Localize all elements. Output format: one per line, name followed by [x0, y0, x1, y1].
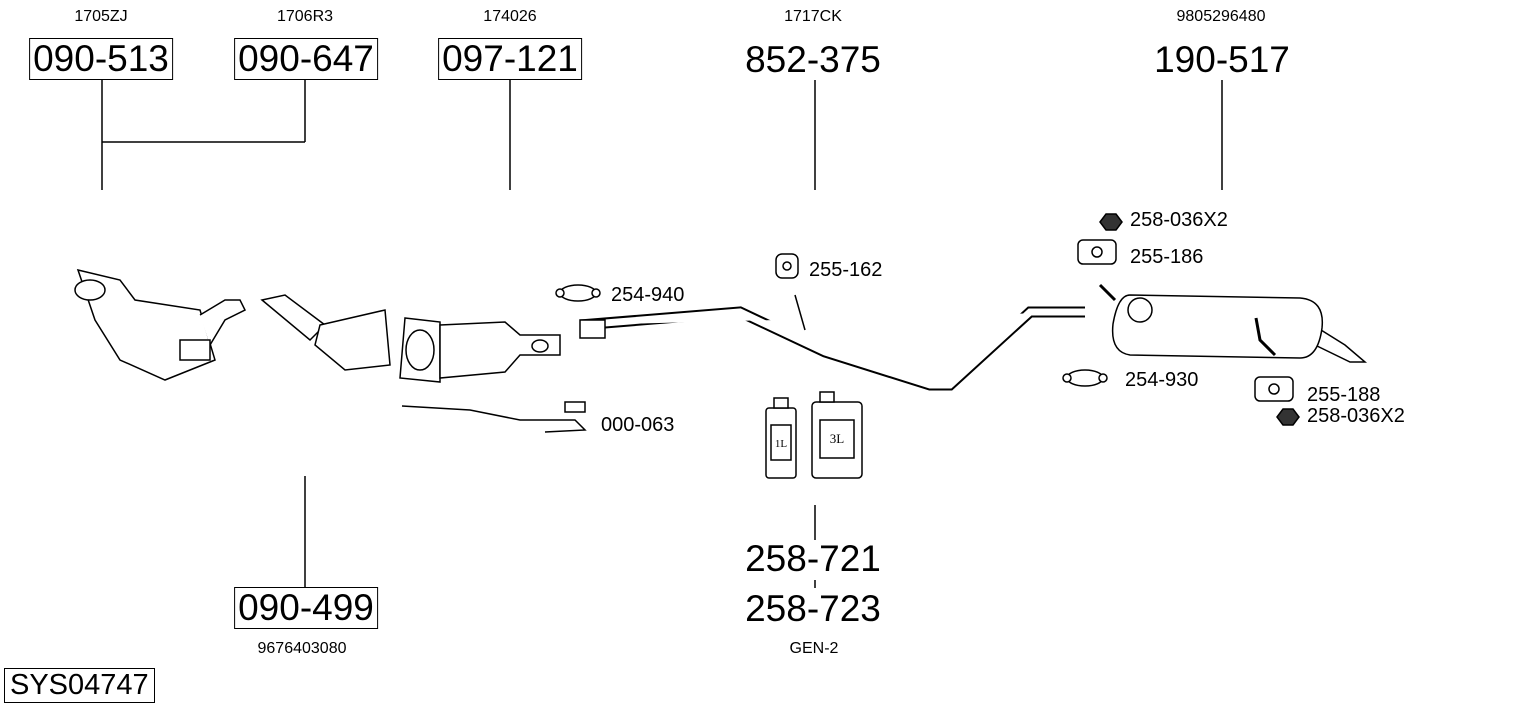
- leader-lines: [101, 80, 1223, 588]
- catalytic-converter-front-icon: [74, 268, 247, 381]
- part-number-852-375[interactable]: 852-375: [745, 39, 881, 80]
- part-number-254-940[interactable]: 254-940: [611, 284, 685, 306]
- part-number-190-517[interactable]: 190-517: [1154, 39, 1290, 80]
- part-number-258-036x2-top[interactable]: 258-036X2: [1130, 209, 1228, 231]
- particulate-filter-icon: [399, 317, 561, 383]
- part-number-258-721[interactable]: 258-721: [745, 538, 881, 579]
- sensor-icon: [401, 401, 587, 433]
- ref-2: 1706R3: [276, 8, 334, 25]
- ref-7: GEN-2: [789, 640, 839, 657]
- ref-6: 9676403080: [257, 640, 347, 657]
- nut-top-icon: [1099, 213, 1123, 231]
- fluid-large-label: 3L: [830, 431, 845, 446]
- part-number-000-063[interactable]: 000-063: [601, 414, 675, 436]
- hanger-255-162-icon: [775, 253, 799, 279]
- fluid-small-label: 1L: [775, 438, 788, 450]
- part-number-090-499[interactable]: 090-499: [234, 587, 378, 629]
- part-number-090-647[interactable]: 090-647: [234, 38, 378, 80]
- system-code: SYS04747: [4, 668, 155, 703]
- ref-4: 1717CK: [784, 8, 842, 25]
- part-number-258-723[interactable]: 258-723: [745, 588, 881, 629]
- clamp-254-930-icon: [1062, 369, 1108, 387]
- nut-bottom-icon: [1276, 408, 1300, 426]
- fluid-can-3l-icon: [811, 391, 863, 479]
- part-number-090-513[interactable]: 090-513: [29, 38, 173, 80]
- middle-pipe-icon: [579, 294, 1085, 391]
- part-number-258-036x2-bottom[interactable]: 258-036X2: [1307, 405, 1405, 427]
- part-number-097-121[interactable]: 097-121: [438, 38, 582, 80]
- part-number-255-186[interactable]: 255-186: [1130, 246, 1204, 268]
- flex-pipe-icon: [260, 294, 391, 371]
- rear-muffler-icon: [1098, 283, 1368, 363]
- ref-5: 9805296480: [1176, 8, 1266, 25]
- clamp-254-940-icon: [555, 284, 601, 302]
- part-number-254-930[interactable]: 254-930: [1125, 369, 1199, 391]
- part-number-255-162[interactable]: 255-162: [809, 259, 883, 281]
- hanger-255-188-icon: [1254, 376, 1294, 402]
- part-number-255-188[interactable]: 255-188: [1307, 384, 1381, 406]
- fluid-bottle-1l-icon: [765, 397, 797, 479]
- ref-1: 1705ZJ: [74, 8, 128, 25]
- hanger-255-186-icon: [1077, 239, 1117, 265]
- ref-3: 174026: [483, 8, 537, 25]
